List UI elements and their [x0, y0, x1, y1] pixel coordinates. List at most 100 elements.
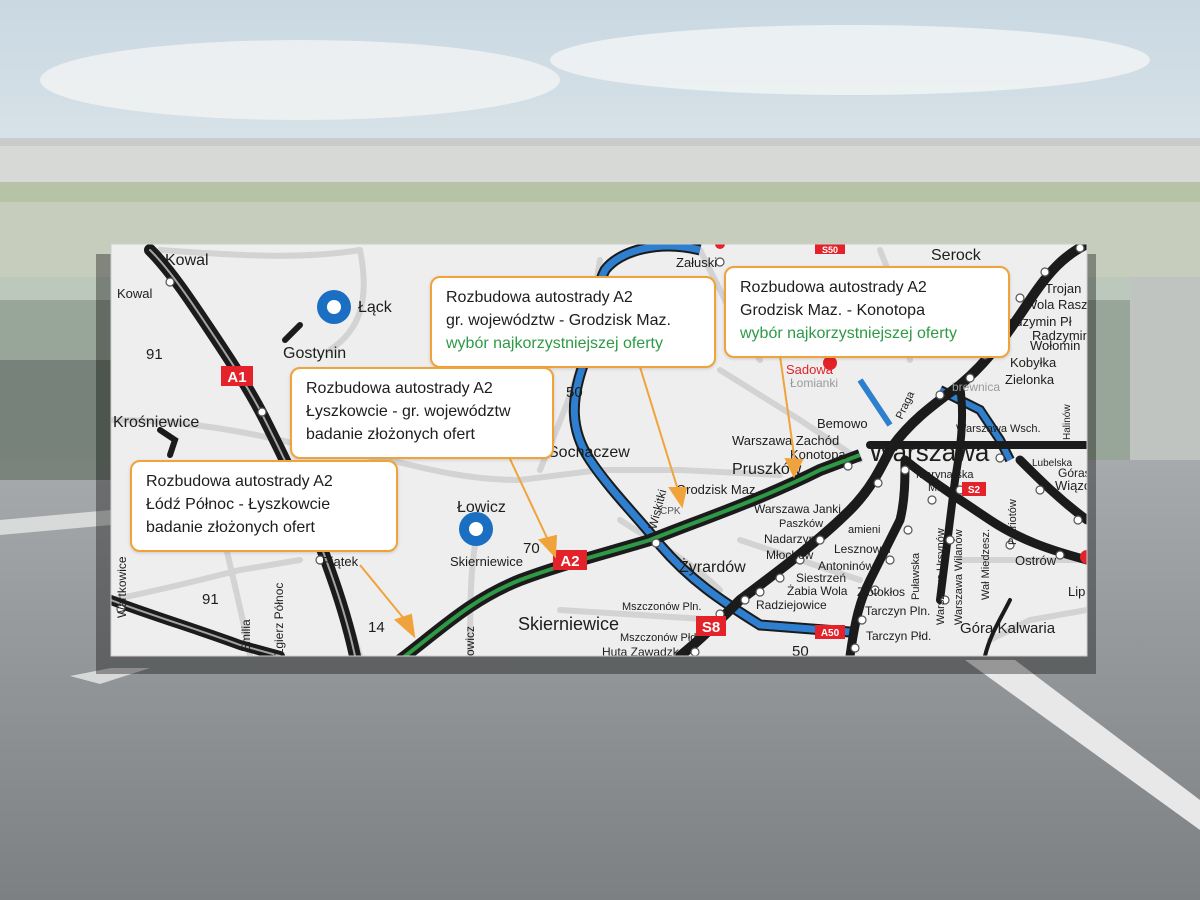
junction-node — [870, 585, 880, 595]
callout-1-pointer — [639, 366, 679, 491]
junction-node — [1055, 550, 1065, 560]
road-shield-a1-label: A1 — [227, 369, 246, 386]
place-antoninow: Antoninów — [818, 559, 874, 573]
road-number-50: 50 — [792, 643, 809, 660]
junction-node — [850, 643, 860, 653]
road-numbers: 91 91 50 50 70 14 — [146, 346, 809, 660]
red-junction — [715, 244, 725, 249]
junction-node — [715, 257, 725, 267]
place-sochaczew: Sochaczew — [548, 444, 630, 461]
road — [327, 247, 367, 353]
guard-rail — [0, 138, 1200, 146]
place-tarczyn-pld: Tarczyn Płd. — [866, 629, 931, 643]
road — [987, 607, 1087, 643]
junction-node — [740, 595, 750, 605]
callout-2-pointer — [779, 355, 796, 463]
bridge-deck — [0, 182, 1200, 202]
place-kowal-small: Kowal — [117, 286, 153, 301]
place-lowicz-vertical: owicz — [463, 626, 477, 656]
highway-a1-center — [149, 249, 356, 656]
road-number-91: 91 — [202, 591, 219, 608]
callout-title: Rozbudowa autostrady A2 — [446, 289, 633, 306]
place-zaluski: Załuski — [676, 255, 717, 270]
place-ostrow: Ostrów — [1015, 553, 1057, 568]
callout-status: badanie złożonych ofert — [146, 519, 315, 536]
city-marker-lowicz-center — [469, 522, 483, 536]
bridge-pillar — [1130, 277, 1200, 467]
expressway-fill — [857, 378, 893, 427]
place-patriotow: Patriotów — [1007, 499, 1019, 545]
place-skierniewice-small: Skierniewice — [450, 554, 523, 569]
expressway-fill — [570, 244, 851, 636]
highway-a2 — [396, 449, 863, 656]
place-wal-miedzeszynski: Wał Miedzesz. — [980, 529, 992, 600]
junction-node — [815, 535, 825, 545]
place-wolomin: Wołomin — [1030, 338, 1080, 353]
callout-section: Łyszkowcie - gr. województw — [306, 403, 511, 420]
red-junctions — [715, 244, 1087, 564]
place-lipowo: Lip — [1068, 584, 1085, 599]
road-shield-a2-label: A2 — [560, 553, 579, 570]
callout-status: badanie złożonych ofert — [306, 426, 475, 443]
callout-2-arrow — [784, 457, 804, 479]
callout-section: Łódź Północ - Łyszkowcie — [146, 496, 331, 513]
road — [717, 367, 863, 463]
road-number-14: 14 — [368, 619, 385, 636]
highways — [111, 244, 1087, 656]
place-bemowo: Bemowo — [817, 416, 868, 431]
highway-a2-west-center — [111, 599, 281, 656]
road-number-50: 50 — [566, 384, 583, 401]
place-tarczyn-pln: Tarczyn Pln. — [865, 604, 930, 618]
place-mar: Mar — [928, 482, 947, 494]
place-kowal: Kowal — [165, 252, 209, 269]
junction-node — [1035, 485, 1045, 495]
junction-node — [995, 453, 1005, 463]
place-huta-zawadzka: Huta Zawadzka — [602, 645, 686, 659]
callout-status: wybór najkorzystniejszej oferty — [740, 325, 957, 342]
callout-grodzisk-section: Rozbudowa autostrady A2 gr. województw -… — [430, 276, 716, 368]
highway-s8 — [675, 244, 1087, 656]
junction-node — [755, 587, 765, 597]
place-zgierz: Zgierz Północ — [272, 583, 286, 656]
place-wiazowna: Wiązo — [1055, 478, 1091, 493]
junction-node — [1015, 293, 1025, 303]
place-paszkow: Paszków — [779, 518, 823, 530]
junction-node — [843, 461, 853, 471]
callout-title: Rozbudowa autostrady A2 — [306, 380, 493, 397]
junction-node — [775, 573, 785, 583]
road-dark — [157, 427, 179, 458]
place-cpk: CPK — [660, 506, 681, 517]
place-zyrardow: Żyrardów — [679, 557, 746, 576]
place-radziejowice: Radziejowice — [756, 598, 827, 612]
place-marynarska: Marynarska — [916, 469, 974, 481]
junction-node — [885, 555, 895, 565]
place-sadowa: Sadowa — [786, 362, 834, 377]
junction-node — [257, 407, 267, 417]
lane-marking — [965, 660, 1200, 830]
road-shield-a50-label: A50 — [821, 628, 840, 639]
road — [157, 247, 363, 259]
red-junction — [823, 356, 837, 370]
road-dark — [983, 598, 1012, 656]
place-warszawa-zachodnia: Warszawa Zachód — [732, 433, 839, 448]
junction-node — [795, 555, 805, 565]
place-radzymin-pl: adzymin Pł — [1008, 314, 1072, 329]
road-shield-a2 — [553, 550, 587, 570]
callout-3-arrow — [538, 534, 558, 559]
road — [557, 607, 723, 623]
junction-node — [935, 390, 945, 400]
place-zlotoklos: Złotokłos — [857, 585, 905, 599]
road-shield-s2 — [962, 482, 986, 496]
junction-node — [927, 495, 937, 505]
road-shield-a1 — [221, 366, 253, 386]
place-ursynow: Warszawa Ursynów — [935, 528, 947, 625]
place-gora-kalwaria: Góra Kalwaria — [960, 620, 1056, 637]
place-zielonka: Zielonka — [1005, 372, 1055, 387]
place-siestrzen: Siestrzeń — [796, 571, 846, 585]
place-lowicz: Łowicz — [457, 499, 506, 516]
place-warszawa-janki: Warszawa Janki — [754, 502, 841, 516]
place-goraszka: Górask — [1058, 466, 1098, 480]
place-warszawa: Warszawa — [869, 437, 990, 467]
junction-node — [116, 604, 126, 614]
cloud — [550, 25, 1150, 95]
